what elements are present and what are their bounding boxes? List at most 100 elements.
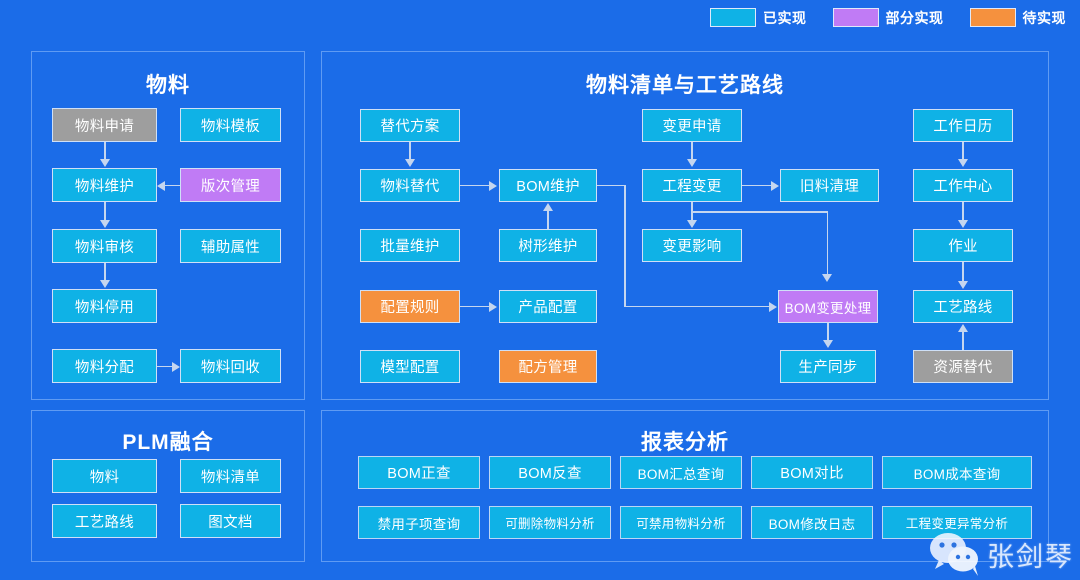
node-bom-routing[interactable]: 工艺路线 bbox=[913, 290, 1013, 323]
node-material-apply[interactable]: 物料申请 bbox=[52, 108, 157, 142]
connector-apply-to-maintain bbox=[104, 142, 106, 160]
node-report-bom-summary[interactable]: BOM汇总查询 bbox=[620, 456, 742, 489]
arrowhead-resalt-to-routing bbox=[957, 324, 968, 332]
connector-bommaintain-elbow-out bbox=[597, 184, 626, 187]
node-material-audit[interactable]: 物料审核 bbox=[52, 229, 157, 263]
node-bom-maintain[interactable]: BOM维护 bbox=[499, 169, 597, 202]
node-report-disableable-mat[interactable]: 可禁用物料分析 bbox=[620, 506, 742, 539]
node-report-bom-reverse[interactable]: BOM反查 bbox=[489, 456, 611, 489]
legend-item-todo: 待实现 bbox=[969, 8, 1067, 27]
arrowhead-operation-to-routing bbox=[957, 281, 968, 289]
node-plm-routing[interactable]: 工艺路线 bbox=[52, 504, 157, 538]
legend-label-todo: 待实现 bbox=[1022, 9, 1066, 26]
node-bom-recipe[interactable]: 配方管理 bbox=[499, 350, 597, 383]
connector-maintain-to-audit bbox=[104, 202, 106, 221]
node-report-engchg-anomaly[interactable]: 工程变更异常分析 bbox=[882, 506, 1032, 539]
connector-engchg-elbow-h bbox=[691, 211, 828, 213]
arrowhead-workcal-to-workcenter bbox=[957, 159, 968, 167]
node-report-bom-forward[interactable]: BOM正查 bbox=[358, 456, 480, 489]
connector-tree-to-bommaintain bbox=[547, 211, 549, 229]
node-material-maintain[interactable]: 物料维护 bbox=[52, 168, 157, 202]
connector-engchg-to-oldclear bbox=[742, 184, 771, 187]
connector-engchg-elbow-v bbox=[826, 211, 829, 275]
legend-label-done: 已实现 bbox=[763, 9, 807, 26]
legend-item-partial: 部分实现 bbox=[832, 8, 944, 27]
panel-bom-title: 物料清单与工艺路线 bbox=[586, 74, 784, 97]
arrowhead-engchg-to-chgeffect bbox=[686, 220, 697, 228]
node-report-deletable-mat[interactable]: 可删除物料分析 bbox=[489, 506, 611, 539]
arrowhead-maintain-to-audit bbox=[99, 220, 110, 228]
node-report-bom-compare[interactable]: BOM对比 bbox=[751, 456, 873, 489]
connector-matalt-to-bommaintain bbox=[460, 184, 489, 187]
panel-material-title: 物料 bbox=[146, 74, 190, 97]
connector-workcal-to-workcenter bbox=[962, 142, 964, 160]
node-bom-operation[interactable]: 作业 bbox=[913, 229, 1013, 262]
arrowhead-bommaintain-to-bomchg bbox=[769, 301, 777, 312]
arrowhead-workcenter-to-operation bbox=[957, 220, 968, 228]
node-material-version[interactable]: 版次管理 bbox=[180, 168, 281, 202]
connector-bommaintain-elbow-down bbox=[624, 184, 626, 307]
legend-label-partial: 部分实现 bbox=[885, 9, 944, 26]
node-bom-model-cfg[interactable]: 模型配置 bbox=[360, 350, 460, 383]
connector-operation-to-routing bbox=[962, 262, 964, 282]
arrowhead-assign-to-recycle bbox=[172, 361, 180, 372]
panel-plm-title: PLM融合 bbox=[122, 431, 214, 454]
arrowhead-chgapply-to-engchg bbox=[686, 159, 697, 167]
node-bom-prod-cfg[interactable]: 产品配置 bbox=[499, 290, 597, 323]
node-bom-tree[interactable]: 树形维护 bbox=[499, 229, 597, 262]
arrowhead-tree-to-bommaintain bbox=[542, 203, 553, 211]
node-report-bom-changelog[interactable]: BOM修改日志 bbox=[751, 506, 873, 539]
legend-item-done: 已实现 bbox=[710, 8, 807, 27]
arrowhead-engchg-to-oldclear bbox=[771, 180, 779, 191]
arrowhead-bomchg-to-prodsync bbox=[822, 340, 833, 348]
node-bom-chg-process[interactable]: BOM变更处理 bbox=[778, 290, 878, 323]
connector-bomchg-to-prodsync bbox=[827, 323, 829, 341]
node-bom-work-cal[interactable]: 工作日历 bbox=[913, 109, 1013, 142]
connector-cfgrule-to-prodcfg bbox=[460, 305, 489, 308]
node-material-auxattr[interactable]: 辅助属性 bbox=[180, 229, 281, 263]
node-plm-doc[interactable]: 图文档 bbox=[180, 504, 281, 538]
node-material-recycle[interactable]: 物料回收 bbox=[180, 349, 281, 383]
legend-swatch-done bbox=[710, 8, 756, 27]
arrowhead-engchg-to-bomchg bbox=[822, 274, 832, 282]
connector-version-to-maintain bbox=[165, 184, 180, 187]
connector-bommaintain-elbow-in bbox=[624, 305, 771, 308]
connector-assign-to-recycle bbox=[157, 365, 172, 368]
panel-report-title: 报表分析 bbox=[641, 431, 729, 454]
connector-workcenter-to-operation bbox=[962, 202, 964, 221]
node-bom-eng-chg[interactable]: 工程变更 bbox=[642, 169, 742, 202]
connector-audit-to-stop bbox=[104, 263, 106, 282]
panel-material: 物料 bbox=[31, 51, 305, 400]
node-bom-prod-sync[interactable]: 生产同步 bbox=[780, 350, 876, 383]
node-bom-chg-apply[interactable]: 变更申请 bbox=[642, 109, 742, 142]
panel-plm: PLM融合 bbox=[31, 410, 305, 562]
node-material-template[interactable]: 物料模板 bbox=[180, 108, 281, 142]
node-bom-old-clear[interactable]: 旧料清理 bbox=[780, 169, 879, 202]
connector-altplan-to-matalt bbox=[409, 142, 411, 160]
connector-resalt-to-routing bbox=[962, 332, 964, 350]
node-bom-chg-effect[interactable]: 变更影响 bbox=[642, 229, 742, 262]
node-report-bom-cost[interactable]: BOM成本查询 bbox=[882, 456, 1032, 489]
node-bom-alt-plan[interactable]: 替代方案 bbox=[360, 109, 460, 142]
node-bom-cfg-rule[interactable]: 配置规则 bbox=[360, 290, 460, 323]
node-report-disabled-sub[interactable]: 禁用子项查询 bbox=[358, 506, 480, 539]
panel-report: 报表分析 bbox=[321, 410, 1049, 562]
arrowhead-apply-to-maintain bbox=[99, 159, 110, 167]
legend-swatch-todo bbox=[969, 8, 1016, 27]
legend-swatch-partial bbox=[832, 8, 879, 27]
arrowhead-cfgrule-to-prodcfg bbox=[489, 301, 497, 312]
arrowhead-version-to-maintain bbox=[157, 180, 165, 191]
node-bom-mat-alt[interactable]: 物料替代 bbox=[360, 169, 460, 202]
node-bom-res-alt[interactable]: 资源替代 bbox=[913, 350, 1013, 383]
arrowhead-audit-to-stop bbox=[99, 280, 110, 288]
node-plm-material[interactable]: 物料 bbox=[52, 459, 157, 493]
legend: 已实现 部分实现 待实现 bbox=[710, 8, 1066, 27]
node-bom-batch[interactable]: 批量维护 bbox=[360, 229, 460, 262]
node-material-assign[interactable]: 物料分配 bbox=[52, 349, 157, 383]
node-material-stop[interactable]: 物料停用 bbox=[52, 289, 157, 323]
node-plm-bom[interactable]: 物料清单 bbox=[180, 459, 281, 493]
node-bom-work-center[interactable]: 工作中心 bbox=[913, 169, 1013, 202]
arrowhead-altplan-to-matalt bbox=[404, 159, 415, 167]
arrowhead-matalt-to-bommaintain bbox=[489, 180, 497, 191]
